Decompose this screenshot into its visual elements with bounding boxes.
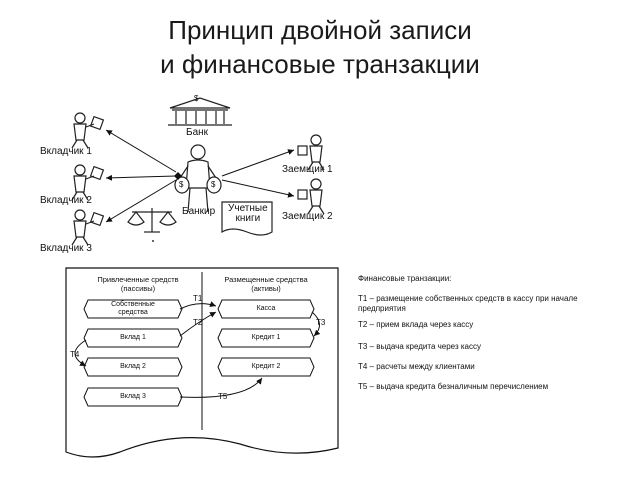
liabilities-header: Привлеченные средств (пассивы) xyxy=(97,275,179,293)
deposit-3-label: Вклад 3 xyxy=(120,393,146,400)
legend-item-t5: T5 – выдача кредита безналичным перечисл… xyxy=(358,382,549,391)
depositor-2-icon xyxy=(71,164,105,201)
money-bag-left-sign: $ xyxy=(179,180,184,189)
title-line-2: и финансовые транзакции xyxy=(160,49,480,79)
borrower-arrows xyxy=(221,149,295,198)
bank-dollar-sign: $ xyxy=(194,94,199,103)
liability-boxes xyxy=(83,299,183,407)
depositor-3-icon xyxy=(71,209,105,246)
transaction-t2: T2 xyxy=(193,318,203,327)
transaction-t5: T5 xyxy=(218,392,228,401)
assets-header: Размещенные средства (активы) xyxy=(224,275,308,293)
borrower-1-label: Заемщик 1 xyxy=(282,164,333,175)
transaction-t1: T1 xyxy=(193,294,203,303)
arrow-hub xyxy=(174,172,182,180)
bank-label: Банк xyxy=(186,127,209,138)
borrower-2-icon xyxy=(297,178,325,215)
depositor-1-icon xyxy=(71,112,105,149)
depositor-arrows xyxy=(105,129,177,223)
books-label: Учетные книги xyxy=(228,203,268,224)
scales-icon xyxy=(127,208,177,233)
legend-item-t4: T4 – расчеты между клиентами xyxy=(358,362,475,371)
depositor-1-label: Вкладчик 1 xyxy=(40,146,92,157)
borrower-1-icon xyxy=(297,134,325,171)
transaction-arrows xyxy=(74,301,321,398)
banker-label: Банкир xyxy=(182,206,216,217)
transaction-t4: T4 xyxy=(70,350,80,359)
banker-figure-icon xyxy=(174,144,222,213)
money-bag-right-sign: $ xyxy=(211,180,216,189)
borrower-2-label: Заемщик 2 xyxy=(282,211,333,222)
depositor-2-label: Вкладчик 2 xyxy=(40,195,92,206)
deposit-1-label: Вклад 1 xyxy=(120,334,146,341)
credit-2-label: Кредит 2 xyxy=(251,363,281,370)
legend-item-t2: T2 – прием вклада через кассу xyxy=(358,320,474,329)
asset-boxes xyxy=(217,299,315,377)
own-funds-label: Собственные средства xyxy=(111,301,155,316)
legend-item-t3: T3 – выдача кредита через кассу xyxy=(358,342,481,351)
depositor-3-label: Вкладчик 3 xyxy=(40,243,92,254)
legend-item-t1: T1 – размещение собственных средств в ка… xyxy=(358,294,578,313)
cash-label: Касса xyxy=(256,305,276,312)
deposit-2-label: Вклад 2 xyxy=(120,363,146,370)
title-line-1: Принцип двойной записи xyxy=(168,15,472,45)
transaction-t3: T3 xyxy=(316,318,326,327)
legend-title: Финансовые транзакции: xyxy=(358,274,452,283)
credit-1-label: Кредит 1 xyxy=(251,334,281,341)
bank-icon xyxy=(168,97,232,126)
books-icon xyxy=(221,201,273,236)
